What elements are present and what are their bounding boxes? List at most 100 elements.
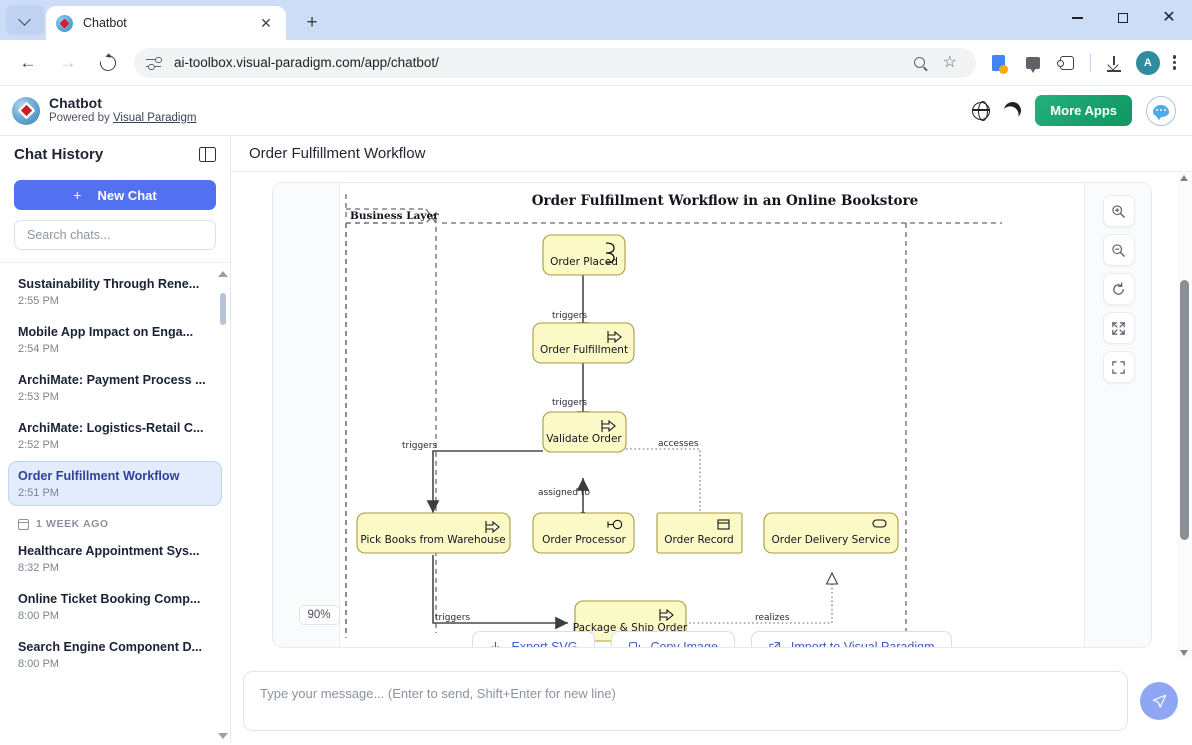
scroll-up-arrow-icon[interactable] xyxy=(218,271,228,277)
search-icon[interactable] xyxy=(906,49,934,77)
chat-list-item[interactable]: Mobile App Impact on Enga... 2:54 PM xyxy=(8,317,222,362)
fullscreen-icon[interactable] xyxy=(1102,351,1135,383)
import-to-vp-button[interactable]: Import to Visual Paradigm xyxy=(750,631,952,648)
plus-icon: + xyxy=(73,187,82,203)
tab-search-button[interactable] xyxy=(6,5,44,35)
svg-text:triggers: triggers xyxy=(552,311,587,321)
new-tab-button[interactable]: + xyxy=(306,11,318,33)
sidebar-controls: + New Chat xyxy=(0,172,230,263)
main-header: Order Fulfillment Workflow xyxy=(231,136,1192,172)
chatbot-avatar-icon[interactable] xyxy=(1146,95,1176,126)
app-body: Chat History + New Chat Sustainability T… xyxy=(0,136,1192,743)
node-order-placed[interactable]: Order Placed xyxy=(541,234,626,276)
chat-list-item[interactable]: ArchiMate: Logistics-Retail C... 2:52 PM xyxy=(8,413,222,458)
forward-button[interactable]: → xyxy=(59,53,77,72)
profile-avatar[interactable]: A xyxy=(1133,48,1163,78)
more-apps-button[interactable]: More Apps xyxy=(1035,95,1132,126)
chat-list-item[interactable]: ArchiMate: Payment Process ... 2:53 PM xyxy=(8,365,222,410)
svg-text:Order Processor: Order Processor xyxy=(542,534,626,546)
chat-history-list[interactable]: Sustainability Through Rene... 2:55 PM M… xyxy=(0,263,230,743)
new-chat-label: New Chat xyxy=(97,187,157,203)
group-label-text: 1 WEEK AGO xyxy=(36,518,109,530)
node-validate-order[interactable]: Validate Order xyxy=(541,411,627,453)
send-button[interactable] xyxy=(1140,682,1178,720)
chat-list-item[interactable]: Search Engine Component D... 8:00 PM xyxy=(8,632,222,677)
node-order-delivery-service[interactable]: Order Delivery Service xyxy=(762,512,899,554)
address-bar[interactable]: ai-toolbox.visual-paradigm.com/app/chatb… xyxy=(134,47,976,78)
main-scrollbar[interactable] xyxy=(1177,172,1192,659)
zoom-out-icon[interactable] xyxy=(1102,234,1135,266)
maximize-button[interactable] xyxy=(1100,0,1146,36)
new-chat-button[interactable]: + New Chat xyxy=(14,180,216,210)
reset-icon[interactable] xyxy=(1102,273,1135,305)
svg-text:Validate Order: Validate Order xyxy=(546,433,622,445)
external-link-icon xyxy=(769,641,780,647)
scrollbar-thumb[interactable] xyxy=(1180,280,1189,540)
sidebar: Chat History + New Chat Sustainability T… xyxy=(0,136,231,743)
extensions-icon[interactable] xyxy=(1052,48,1082,78)
bookmark-star-icon[interactable]: ☆ xyxy=(942,53,957,71)
message-wrap: Order Fulfillment Workflow in an Online … xyxy=(231,182,1192,659)
chat-list-item[interactable]: Healthcare Appointment Sys... 8:32 PM xyxy=(8,536,222,581)
chat-item-time: 2:52 PM xyxy=(18,439,59,451)
copy-icon xyxy=(628,641,640,647)
page-title: Order Fulfillment Workflow xyxy=(249,145,426,162)
minimize-button[interactable] xyxy=(1054,0,1100,36)
fit-screen-icon[interactable] xyxy=(1102,312,1135,344)
back-button[interactable]: ← xyxy=(19,53,37,72)
language-globe-icon[interactable] xyxy=(971,101,991,121)
search-chats-input[interactable] xyxy=(14,220,216,250)
chat-item-title: Sustainability Through Rene... xyxy=(18,277,200,291)
close-icon[interactable]: ✕ xyxy=(260,15,272,31)
node-order-fulfillment[interactable]: Order Fulfillment xyxy=(531,322,635,364)
import-to-vp-label: Import to Visual Paradigm xyxy=(790,640,935,648)
export-svg-label: Export SVG xyxy=(511,640,578,648)
site-settings-icon[interactable] xyxy=(146,55,162,72)
header-actions: More Apps xyxy=(971,95,1176,126)
svg-text:accesses: accesses xyxy=(658,439,699,449)
scroll-up-arrow-icon[interactable] xyxy=(1180,175,1188,181)
url-text: ai-toolbox.visual-paradigm.com/app/chatb… xyxy=(174,55,439,70)
node-pick-books[interactable]: Pick Books from Warehouse xyxy=(355,512,511,554)
copy-image-button[interactable]: Copy Image xyxy=(610,631,735,647)
panel-toggle-icon[interactable] xyxy=(199,146,216,162)
browser-tab-strip: Chatbot ✕ + ✕ xyxy=(0,0,1192,40)
doc-extension-icon[interactable] xyxy=(984,48,1014,78)
close-window-button[interactable]: ✕ xyxy=(1162,9,1176,26)
browser-toolbar: ← → ai-toolbox.visual-paradigm.com/app/c… xyxy=(0,40,1192,86)
powered-by-text: Powered by Visual Paradigm xyxy=(49,111,196,126)
export-svg-button[interactable]: Export SVG xyxy=(471,631,595,648)
chat-item-time: 8:32 PM xyxy=(18,562,59,574)
scroll-down-arrow-icon[interactable] xyxy=(1180,650,1188,656)
browser-menu-icon[interactable] xyxy=(1165,51,1184,73)
svg-text:Order Delivery Service: Order Delivery Service xyxy=(771,534,890,546)
svg-text:triggers: triggers xyxy=(435,613,470,623)
avatar-initial: A xyxy=(1135,50,1160,75)
pin-extension-icon[interactable] xyxy=(1018,48,1048,78)
svg-text:assigned to: assigned to xyxy=(538,488,590,498)
sidebar-scrollbar[interactable] xyxy=(218,269,228,741)
app-header: Chatbot Powered by Visual Paradigm More … xyxy=(0,86,1192,136)
chat-item-title: ArchiMate: Logistics-Retail C... xyxy=(18,421,204,435)
node-order-processor[interactable]: Order Processor xyxy=(531,512,635,554)
visual-paradigm-link[interactable]: Visual Paradigm xyxy=(112,112,197,125)
browser-tab[interactable]: Chatbot ✕ xyxy=(46,6,286,40)
scrollbar-thumb[interactable] xyxy=(220,293,226,325)
reload-button[interactable] xyxy=(92,47,124,79)
brand: Chatbot Powered by Visual Paradigm xyxy=(12,95,196,126)
download-icon xyxy=(491,641,499,647)
chat-item-title: Mobile App Impact on Enga... xyxy=(18,325,194,339)
scroll-down-arrow-icon[interactable] xyxy=(218,733,228,739)
chat-list-item[interactable]: Online Ticket Booking Comp... 8:00 PM xyxy=(8,584,222,629)
downloads-icon[interactable] xyxy=(1099,48,1129,78)
chat-list-item[interactable]: Sustainability Through Rene... 2:55 PM xyxy=(8,269,222,314)
chat-item-title: Order Fulfillment Workflow xyxy=(18,469,180,483)
dark-mode-moon-icon[interactable] xyxy=(1002,99,1025,122)
chat-list-item-active[interactable]: Order Fulfillment Workflow 2:51 PM xyxy=(8,461,222,506)
diagram-actions: Export SVG Copy Image Import to Visual P… xyxy=(471,631,952,648)
favicon-icon xyxy=(56,14,73,32)
node-order-record[interactable]: Order Record xyxy=(655,512,743,554)
diagram-canvas[interactable]: Order Fulfillment Workflow in an Online … xyxy=(338,183,1085,647)
message-input[interactable] xyxy=(243,671,1128,731)
zoom-in-icon[interactable] xyxy=(1102,195,1135,227)
